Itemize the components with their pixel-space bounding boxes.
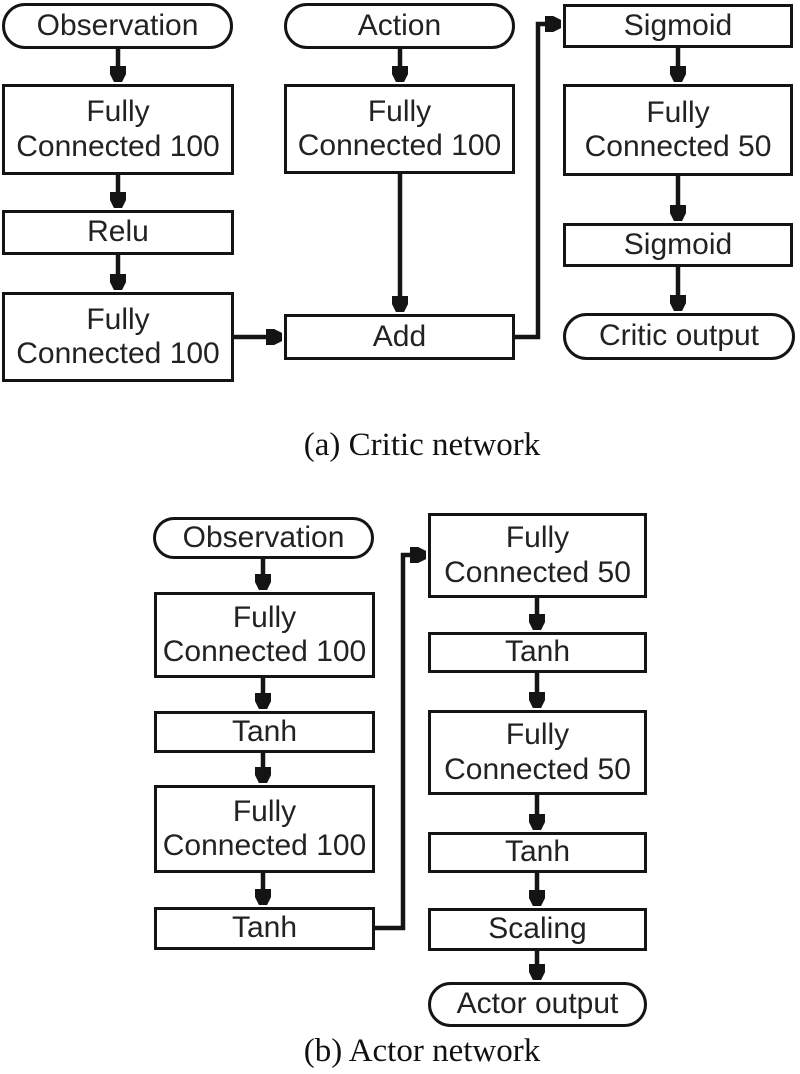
critic-action-label: Action [357, 8, 442, 42]
critic-add-node: Add [284, 314, 515, 360]
critic-relu-node: Relu [2, 210, 234, 255]
actor-scaling-node: Scaling [428, 908, 647, 951]
actor-fc100-2-line2: Connected 100 [162, 829, 367, 862]
critic-network-caption: (a) Critic network [303, 427, 541, 463]
actor-fc50-1-node: Fully Connected 50 [428, 513, 647, 598]
actor-fc100-1-line1: Fully [232, 600, 297, 634]
critic-sigmoid2-node: Sigmoid [563, 223, 793, 267]
critic-fc50-line1: Fully [646, 95, 710, 129]
critic-output-label: Critic output [598, 319, 760, 353]
connector-add-to-sigmoid [514, 24, 561, 340]
critic-fc100-obs1-node: Fully Connected 100 [2, 84, 234, 175]
critic-sigmoid1-node: Sigmoid [563, 4, 793, 48]
actor-fc50-2-node: Fully Connected 50 [428, 710, 647, 795]
actor-output-label: Actor output [456, 987, 619, 1021]
actor-tanh1-label: Tanh [231, 714, 298, 748]
actor-output-node: Actor output [428, 982, 647, 1027]
critic-fc100-action-line1: Fully [367, 94, 432, 128]
critic-relu-label: Relu [87, 215, 149, 249]
critic-fc100-action-node: Fully Connected 100 [284, 84, 515, 174]
actor-observation-label: Observation [182, 520, 345, 554]
connector-tanh2-to-fc50 [373, 555, 426, 931]
critic-fc50-node: Fully Connected 50 [563, 84, 793, 176]
actor-tanh1-node: Tanh [154, 711, 375, 753]
critic-action-node: Action [284, 3, 515, 49]
actor-tanh2-label: Tanh [231, 911, 298, 945]
actor-tanh3-node: Tanh [428, 632, 647, 673]
critic-observation-node: Observation [2, 3, 233, 49]
actor-network-caption: (b) Actor network [303, 1033, 541, 1069]
actor-fc100-2-line1: Fully [232, 794, 297, 828]
actor-observation-node: Observation [153, 517, 374, 559]
actor-fc100-1-line2: Connected 100 [162, 635, 367, 668]
critic-fc100-action-line2: Connected 100 [297, 129, 502, 162]
actor-tanh4-label: Tanh [504, 835, 571, 869]
actor-fc50-1-line1: Fully [505, 521, 570, 555]
critic-fc100-obs2-line1: Fully [86, 302, 150, 336]
actor-tanh3-label: Tanh [504, 635, 571, 669]
actor-fc100-2-node: Fully Connected 100 [154, 785, 375, 873]
actor-scaling-label: Scaling [488, 912, 587, 946]
critic-add-label: Add [372, 319, 427, 353]
critic-fc100-obs1-line1: Fully [86, 95, 150, 129]
actor-fc50-1-line2: Connected 50 [444, 555, 631, 589]
critic-fc50-line2: Connected 50 [584, 130, 772, 163]
critic-fc100-obs2-line2: Connected 100 [16, 337, 220, 370]
actor-tanh4-node: Tanh [428, 832, 647, 873]
critic-output-node: Critic output [563, 313, 795, 360]
critic-sigmoid1-label: Sigmoid [623, 8, 733, 42]
actor-fc50-2-line1: Fully [505, 718, 570, 752]
actor-fc50-2-line2: Connected 50 [444, 752, 631, 786]
critic-sigmoid2-label: Sigmoid [623, 227, 733, 261]
critic-fc100-obs2-node: Fully Connected 100 [2, 292, 234, 382]
critic-observation-label: Observation [36, 8, 199, 42]
actor-fc100-1-node: Fully Connected 100 [154, 592, 375, 678]
critic-fc100-obs1-line2: Connected 100 [16, 129, 220, 163]
actor-tanh2-node: Tanh [154, 907, 375, 950]
